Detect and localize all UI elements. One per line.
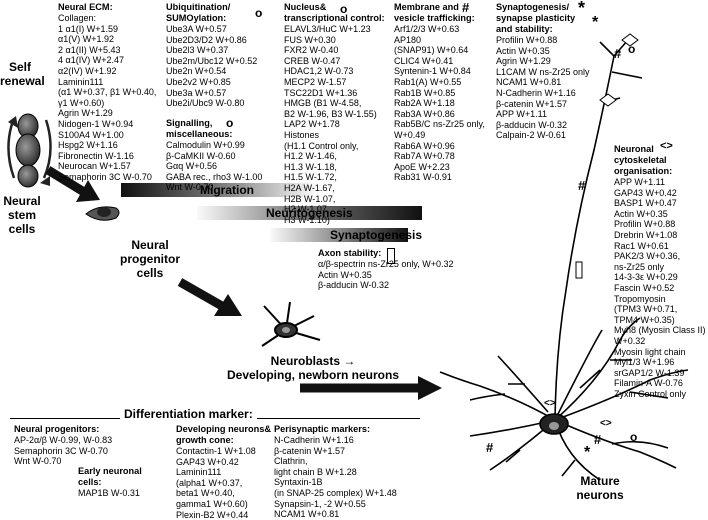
signalling-circle-symbol: o — [226, 116, 234, 130]
nucleus-body: ELAVL3/HuC W+1.23 FUS W+0.30 FXR2 W-0.40… — [284, 24, 377, 225]
neuron-circle-top: o — [628, 42, 636, 56]
ubiquitination-body: Ube3A W+0.57 Ube2D3/D2 W+0.86 Ube2l3 W+0… — [166, 24, 258, 109]
perisynaptic-box: Perisynaptic markers: N-Cadherin W+1.16 … — [274, 424, 397, 520]
membrane-box: Membrane and vesicle trafficking: Arf1/2… — [394, 2, 485, 183]
neural-ecm-body: Collagen: 1 α1(I) W+1.59 α1(V) W+1.92 2 … — [58, 13, 157, 182]
differentiation-marker-title: Differentiation marker: — [120, 407, 257, 421]
self-renewal-label: Self renewal — [0, 60, 45, 88]
cytoskeletal-box: Neuronal cytoskeletal organisation: APP … — [614, 144, 706, 399]
neuron-diamond-dendrite: <> — [600, 418, 612, 429]
synaptogenesis-label: Synaptogenesis — [330, 228, 423, 242]
synaptogenesis-box: Synaptogenesis/ synapse plasticity and s… — [496, 2, 590, 141]
neural-progenitors-title: Neural progenitors: — [14, 424, 100, 434]
axon-stability-rect-symbol — [387, 248, 395, 264]
self-renewal-arrowhead-right — [40, 176, 50, 186]
early-neuronal-title: Early neuronal cells: — [78, 466, 142, 487]
neuroblasts-label: Neuroblasts → Developing, newborn neuron… — [226, 354, 399, 382]
ubiquitination-circle-symbol: o — [255, 6, 263, 20]
membrane-title: Membrane and vesicle trafficking: — [394, 2, 475, 23]
neural-progenitors-body: AP-2α/β W-0.99, W-0.83 Semaphorin 3C W-0… — [14, 435, 113, 467]
cytoskeletal-body: APP W+1.11 GAP43 W+0.42 BASP1 W+0.47 Act… — [614, 177, 706, 399]
neural-progenitor-cells-label: Neural progenitor cells — [120, 238, 180, 280]
neural-ecm-box: Neural ECM: Collagen: 1 α1(I) W+1.59 α1(… — [58, 2, 156, 183]
developing-neurons-title: Developing neurons& growth cone: — [176, 424, 271, 445]
synaptogenesis-asterisk-symbol: * — [578, 0, 586, 18]
synaptogenesis-box-body: Profilin W+0.88 Actin W+0.35 Agrin W+1.2… — [496, 35, 590, 141]
migration-bar — [121, 183, 315, 197]
signalling-title: Signalling, miscellaneous: — [166, 118, 233, 139]
neuron-hash-axon: # — [578, 178, 586, 193]
synaptogenesis-bar — [270, 228, 408, 242]
axon-stability-box: Axon stability: α/β-spectrin ns-Zr25 onl… — [318, 248, 454, 291]
perisynaptic-title: Perisynaptic markers: — [274, 424, 371, 434]
neuron-hash-dendrite-left: # — [486, 440, 494, 455]
neural-stem-cell-graphic — [15, 113, 41, 188]
neuron-asterisk-top: * — [592, 14, 599, 31]
neuron-diamond-soma: <> — [544, 398, 556, 409]
membrane-body: Arf1/2/3 W+0.63 AP180 (SNAP91) W+0.64 CL… — [394, 24, 485, 183]
ubiquitination-title: Ubiquitination/ SUMOylation: — [166, 2, 231, 23]
nucleus-box: Nucleus& transcriptional control: ELAVL3… — [284, 2, 385, 225]
neural-progenitors-box: Neural progenitors: AP-2α/β W-0.99, W-0.… — [14, 424, 112, 467]
neural-stem-cells-label: Neural stem cells — [3, 194, 41, 236]
early-neuronal-body: MAP1B W-0.31 — [78, 488, 140, 498]
axon-rect-marker — [575, 261, 583, 279]
early-neuronal-box: Early neuronal cells: MAP1B W-0.31 — [78, 466, 142, 499]
membrane-hash-symbol: # — [462, 0, 470, 15]
neuron-circle-dendrite: o — [630, 430, 638, 444]
arrow-stem-to-progenitor — [45, 166, 100, 202]
axon-stability-title: Axon stability: — [318, 248, 382, 258]
self-renewal-arrows — [7, 119, 52, 179]
neuritogenesis-label: Neuritogenesis — [266, 206, 353, 220]
neuritogenesis-bar — [197, 206, 422, 220]
self-renewal-arrowhead-left — [8, 116, 18, 128]
ubiquitination-box: Ubiquitination/ SUMOylation: Ube3A W+0.5… — [166, 2, 257, 109]
cytoskeletal-diamond-symbol: <> — [660, 140, 673, 152]
mature-neurons-label: Mature neurons — [576, 474, 624, 502]
arrow-neuroblast-to-mature — [300, 376, 442, 400]
perisynaptic-body: N-Cadherin W+1.16 β-catenin W+1.57 Clath… — [274, 435, 397, 520]
signalling-body: Calmodulin W+0.99 β-CaMKII W-0.60 Gαq W+… — [166, 140, 263, 193]
neural-progenitor-cell-graphic — [85, 206, 120, 221]
developing-neurons-box: Developing neurons& growth cone: Contact… — [176, 424, 271, 520]
nucleus-circle-symbol: o — [340, 2, 348, 16]
signalling-box: Signalling, miscellaneous: Calmodulin W+… — [166, 118, 262, 193]
synaptogenesis-box-title: Synaptogenesis/ synapse plasticity and s… — [496, 2, 576, 34]
nucleus-title: Nucleus& transcriptional control: — [284, 2, 385, 23]
migration-label: Migration — [200, 183, 254, 197]
diamond-marker-mid — [599, 93, 617, 107]
neural-ecm-title: Neural ECM: — [58, 2, 113, 12]
neuron-hash-top: # — [614, 46, 622, 61]
neuroblast-graphic — [261, 301, 321, 347]
developing-neurons-body: Contactin-1 W+1.08 GAP43 W+0.42 Laminin1… — [176, 446, 256, 520]
mature-neuron-graphic — [439, 39, 689, 481]
axon-stability-body: α/β-spectrin ns-Zr25 only, W+0.32 Actin … — [318, 259, 454, 291]
neuron-asterisk-dendrite: * — [584, 444, 591, 461]
diamond-marker-top — [621, 33, 639, 47]
neuron-hash-dendrite-right: # — [594, 432, 602, 447]
cytoskeletal-title: Neuronal cytoskeletal organisation: — [614, 144, 673, 176]
arrow-progenitor-to-neuroblast — [177, 278, 242, 316]
